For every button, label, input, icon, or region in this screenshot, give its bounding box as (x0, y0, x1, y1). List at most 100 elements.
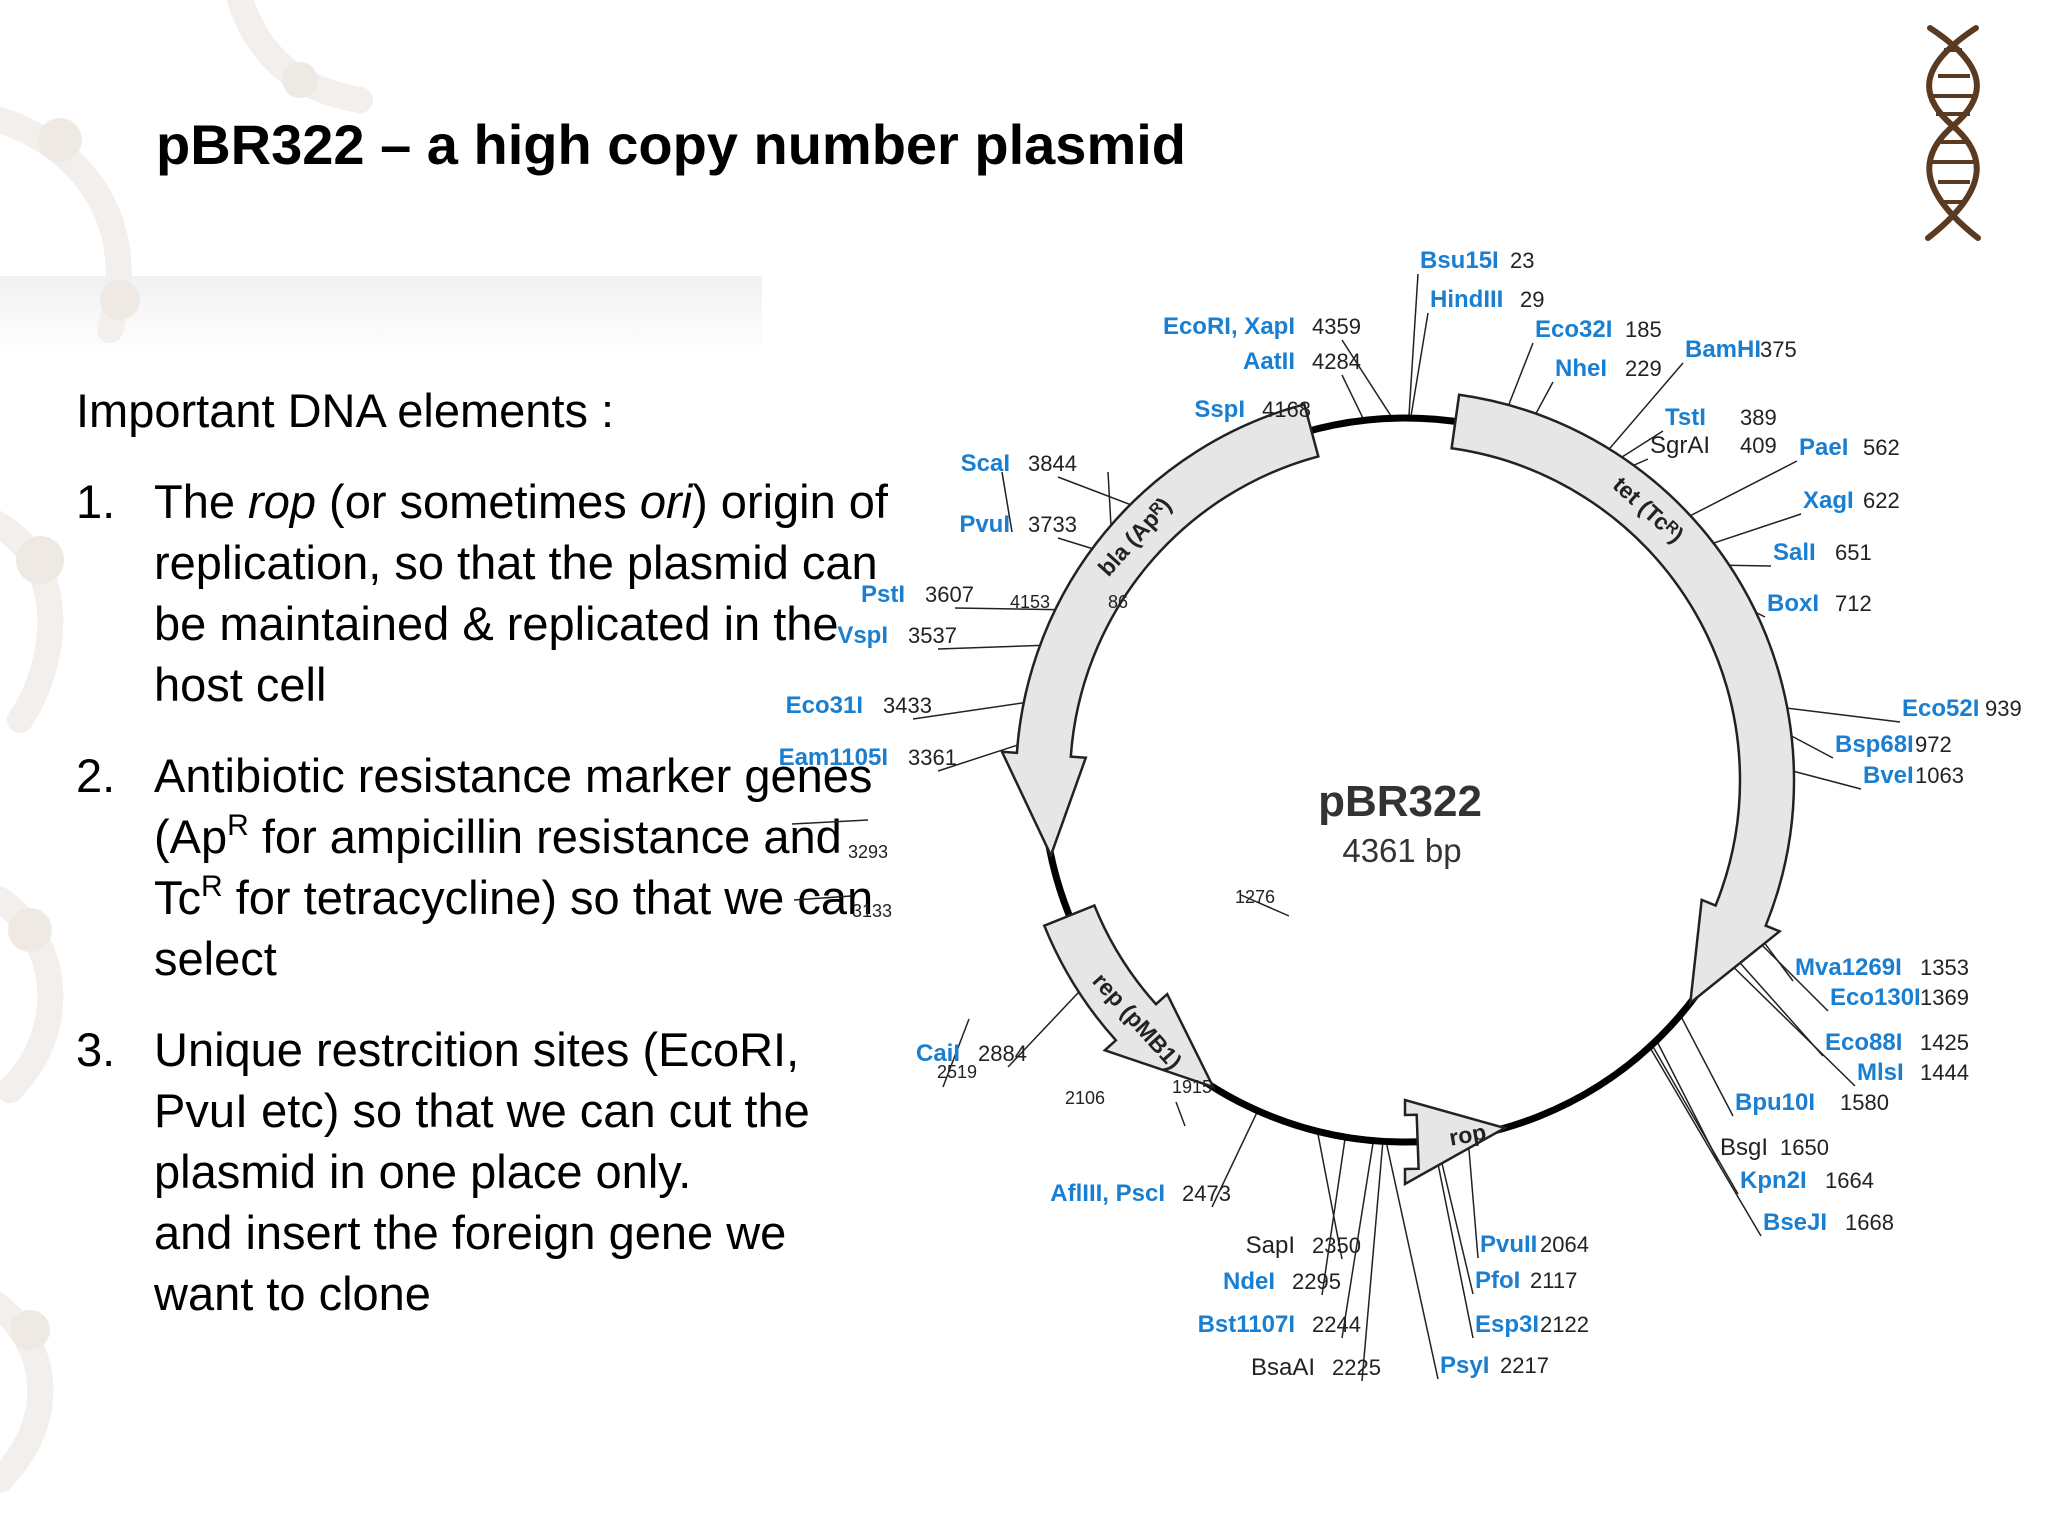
site-position: 2350 (1312, 1233, 1361, 1258)
site-leader-line (1341, 374, 1365, 421)
site-name: Bsu15I (1420, 247, 1499, 274)
site-name: VspI (837, 622, 888, 649)
restriction-site: ScaI 3844 (961, 450, 1077, 477)
site-position: 2122 (1540, 1312, 1589, 1337)
gene-label-4: rop (1447, 1119, 1488, 1151)
site-position: 712 (1835, 591, 1872, 616)
item-1-text-c: ) origin of replication, so that the pla… (154, 475, 888, 711)
site-position: 1063 (1915, 763, 1964, 788)
item-3-text: Unique restrcition sites (EcoRI, PvuI et… (154, 1023, 810, 1198)
inner-position-label: 1915 (1172, 1077, 1212, 1097)
site-leader-line (1721, 954, 1856, 1087)
site-leader-line (1432, 1140, 1474, 1339)
site-position: 389 (1740, 405, 1777, 430)
item-1-text-b: (or sometimes (315, 475, 640, 528)
restriction-site: Bsu15I 23 (1420, 247, 1534, 274)
restriction-site: NdeI 2295 (1223, 1268, 1341, 1295)
site-name: Mva1269I (1795, 954, 1902, 981)
site-name: PsyI (1440, 1352, 1489, 1379)
site-position: 1580 (1840, 1090, 1889, 1115)
site-name: SapI (1246, 1232, 1295, 1259)
plasmid-map: tet (Tcᴿ)bla (Apᴿ)rep (pMB1)rop 86415332… (779, 247, 2022, 1382)
site-name: SspI (1194, 396, 1245, 423)
site-position: 4284 (1312, 349, 1361, 374)
site-name: ScaI (961, 450, 1010, 477)
site-leader-line (1341, 339, 1394, 419)
inner-position-label: 4153 (1010, 592, 1050, 612)
site-position: 29 (1520, 287, 1544, 312)
dna-helix-icon (1925, 25, 1981, 241)
site-name: BveI (1863, 762, 1914, 789)
restriction-site: Eco32I 185 (1535, 316, 1662, 343)
gene-arrow-2 (999, 402, 1320, 859)
site-position: 972 (1915, 732, 1952, 757)
restriction-site: SspI 4168 (1194, 396, 1311, 423)
item-2-text-b: for ampicillin resistance and Tc (154, 810, 842, 924)
site-leader-line (1648, 1046, 1762, 1237)
site-name: SgrAI (1650, 432, 1710, 459)
body-text: Important DNA elements : 1. The rop (or … (76, 380, 896, 1324)
restriction-site: PfoI 2117 (1475, 1267, 1577, 1294)
list-item-1: 1. The rop (or sometimes ori) origin of … (76, 471, 896, 715)
site-position: 2295 (1292, 1269, 1341, 1294)
site-position: 23 (1510, 248, 1534, 273)
item-2-text-a: Antibiotic resistance marker genes (Ap (154, 749, 873, 863)
site-name: BsaAI (1251, 1354, 1315, 1381)
site-name: SalI (1773, 539, 1816, 566)
site-leader-line (1341, 1140, 1375, 1339)
site-leader-line (1651, 1044, 1739, 1195)
site-position: 562 (1863, 435, 1900, 460)
site-leader-line (1409, 312, 1429, 419)
site-position: 2217 (1500, 1353, 1549, 1378)
item-2-sup-a: R (227, 809, 249, 842)
site-name: NheI (1555, 355, 1607, 382)
site-name: Eco32I (1535, 316, 1612, 343)
site-position: 3607 (925, 582, 974, 607)
site-position: 3433 (883, 693, 932, 718)
site-position: 2064 (1540, 1232, 1589, 1257)
site-name: AatII (1243, 348, 1295, 375)
item-2-text-c: for tetracycline) so that we can select (154, 871, 874, 985)
site-name: AflIII, PscI (1050, 1180, 1165, 1207)
site-position: 4168 (1262, 397, 1311, 422)
site-position: 185 (1625, 317, 1662, 342)
site-name: CaiI (916, 1040, 960, 1067)
site-leader-line (1211, 1110, 1259, 1208)
restriction-site: PsyI 2217 (1440, 1352, 1549, 1379)
site-name: BsgI (1720, 1134, 1768, 1161)
site-leader-line (1321, 1136, 1347, 1296)
site-name: PfoI (1475, 1267, 1520, 1294)
site-name: EcoRI, XapI (1163, 313, 1295, 340)
site-position: 2117 (1530, 1268, 1577, 1293)
site-name: MlsI (1857, 1059, 1904, 1086)
site-leader-line (1316, 1131, 1343, 1260)
gene-arrow-1 (1450, 393, 1796, 1006)
site-position: 3844 (1028, 451, 1077, 476)
site-position: 3733 (1028, 512, 1077, 537)
site-position: 1425 (1920, 1030, 1969, 1055)
site-leader-line (1361, 1141, 1384, 1382)
site-position: 1664 (1825, 1168, 1874, 1193)
site-name: NdeI (1223, 1268, 1275, 1295)
site-name: Kpn2I (1740, 1167, 1807, 1194)
site-name: HindIII (1430, 286, 1503, 313)
site-name: BseJI (1763, 1209, 1827, 1236)
inner-position-label: 1276 (1235, 887, 1275, 907)
site-position: 1650 (1780, 1135, 1829, 1160)
site-position: 2473 (1182, 1181, 1231, 1206)
